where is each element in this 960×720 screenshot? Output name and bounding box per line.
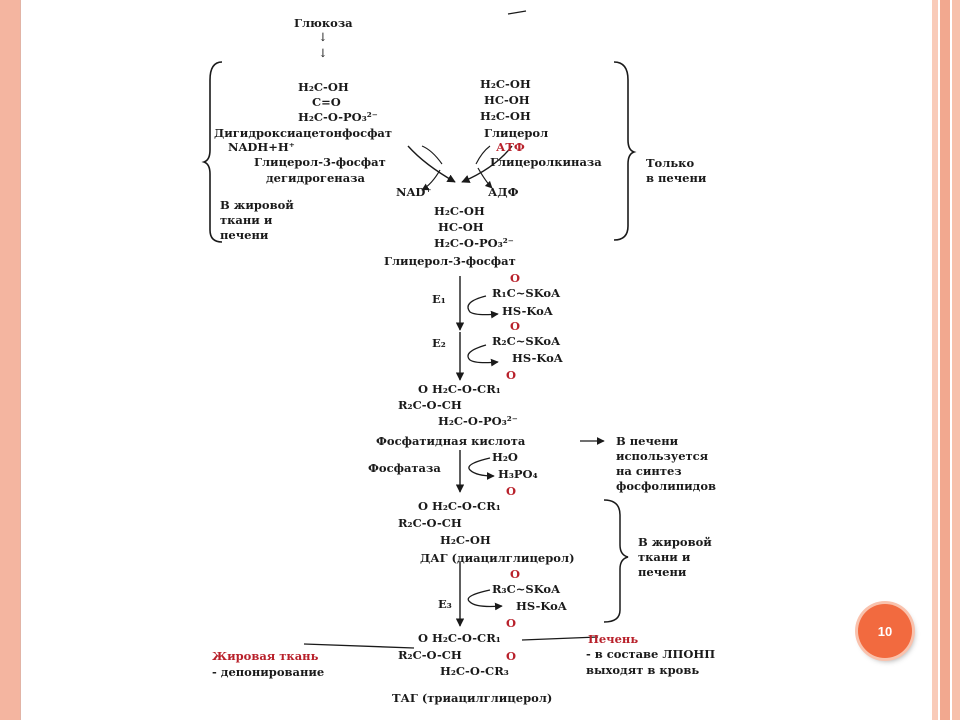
g3p-line-2: HC-OH	[438, 220, 484, 234]
dhap-line-1: H₂C-OH	[298, 80, 349, 94]
acyl3-label: R₃C~SKoA	[492, 582, 561, 596]
line-to-liver	[521, 636, 599, 641]
phosphatase-label: Фосфатаза	[368, 461, 441, 475]
pa-note-line-2: используется	[616, 449, 709, 463]
decorative-stripes	[930, 0, 960, 720]
curve-acyl2	[467, 344, 499, 367]
stripe-1	[932, 0, 938, 720]
deposition-label: - депонирование	[212, 665, 325, 679]
arrow-atp-in	[475, 145, 491, 165]
acyl3-oxygen: O	[510, 567, 521, 581]
slide-frame-left	[0, 0, 21, 720]
e3-label: E₃	[438, 597, 452, 611]
curve-water	[468, 457, 495, 480]
nad-label: NAD⁺	[396, 185, 432, 199]
dash-mark	[507, 10, 527, 15]
g3p-line-3: H₂C-O-PO₃²⁻	[434, 236, 514, 250]
curve-acyl1	[467, 295, 499, 319]
tag-line-3: H₂C-O-CR₃	[440, 664, 509, 678]
g3p-line-1: H₂C-OH	[434, 204, 485, 218]
dhap-line-2: C=O	[312, 95, 341, 109]
acyl2-label: R₂C~SKoA	[492, 334, 561, 348]
hs-koa-1: HS-KoA	[502, 304, 553, 318]
dag-line-1: O H₂C-O-CR₁	[418, 499, 501, 513]
e1-label: E₁	[432, 292, 446, 306]
adipose-liver-top-line-2: ткани и	[220, 213, 273, 227]
acyl2-oxygen: O	[510, 319, 521, 333]
pa-note-line-4: фосфолипидов	[616, 479, 716, 493]
adipose-tissue-label: Жировая ткань	[212, 649, 319, 663]
arrow-to-adp	[477, 167, 493, 189]
g3p-name: Глицерол-3-фосфат	[384, 254, 516, 268]
adipose-liver-top-line-1: В жировой	[220, 198, 294, 212]
dag-line-3: H₂C-OH	[440, 533, 491, 547]
curve-acyl3	[467, 589, 503, 611]
pa-name: Фосфатидная кислота	[376, 434, 526, 448]
acyl1-label: R₁C~SKoA	[492, 286, 561, 300]
enzyme-g3pdh-line-2: дегидрогеназа	[266, 171, 365, 185]
arrow-glycerol-to-g3p	[461, 145, 513, 183]
adipose-liver-bottom-line-1: В жировой	[638, 535, 712, 549]
water-label: H₂O	[492, 450, 518, 464]
tag-name: ТАГ (триацилглицерол)	[392, 691, 553, 705]
dhap-name: Дигидроксиацетонфосфат	[214, 126, 393, 140]
adp-label: АДФ	[488, 185, 519, 199]
stripe-2	[940, 0, 950, 720]
pa-line-2: R₂C-O-CH	[398, 398, 462, 412]
line-to-adipose	[303, 643, 415, 649]
dag-oxygen-top: O	[506, 484, 517, 498]
right-brace-bottom	[603, 499, 629, 623]
e2-label: E₂	[432, 336, 446, 350]
glycerol-line-2: HC-OH	[484, 93, 530, 107]
stripe-3	[952, 0, 960, 720]
vldl-line-1: - в составе ЛПОНП	[586, 647, 716, 661]
pa-oxygen-top: O	[506, 368, 517, 382]
glycerol-line-1: H₂C-OH	[480, 77, 531, 91]
tag-line-1: O H₂C-O-CR₁	[418, 631, 501, 645]
only-liver-line-2: в печени	[646, 171, 707, 185]
acyl1-oxygen: O	[510, 271, 521, 285]
atp-label: АТФ	[496, 140, 525, 154]
pa-line-3: H₂C-O-PO₃²⁻	[438, 414, 518, 428]
glycerol-name: Глицерол	[484, 126, 549, 140]
glucose-label: Глюкоза	[294, 16, 353, 30]
arrow-nadh-in	[421, 145, 443, 165]
down-arrow-1: ↓	[318, 30, 328, 44]
dhap-line-3: H₂C-O-PO₃²⁻	[298, 110, 378, 124]
right-brace-top	[613, 61, 637, 241]
tag-line-2: R₂C-O-CH	[398, 648, 462, 662]
tag-oxygen-top: O	[506, 616, 517, 630]
left-brace-top	[201, 61, 223, 243]
vldl-line-2: выходят в кровь	[586, 663, 700, 677]
dag-name: ДАГ (диацилглицерол)	[420, 551, 575, 565]
pa-note-line-1: В печени	[616, 434, 679, 448]
adipose-liver-top-line-3: печени	[220, 228, 269, 242]
diagram-arrows	[201, 10, 637, 649]
tag-synthesis-diagram: Глюкоза ↓ ↓ H₂C-OH C=O H₂C-O-PO₃²⁻ Дигид…	[200, 0, 760, 720]
pa-line-1: O H₂C-O-CR₁	[418, 382, 501, 396]
enzyme-glycerol-kinase: Глицеролкиназа	[490, 155, 602, 169]
only-liver-line-1: Только	[646, 156, 695, 170]
hs-koa-2: HS-KoA	[512, 351, 563, 365]
arrow-dhap-to-g3p	[407, 145, 456, 183]
adipose-liver-bottom-line-2: ткани и	[638, 550, 691, 564]
liver-label: Печень	[588, 632, 639, 646]
h3po4-label: H₃PO₄	[498, 467, 538, 481]
dag-line-2: R₂C-O-CH	[398, 516, 462, 530]
glycerol-line-3: H₂C-OH	[480, 109, 531, 123]
nadh-label: NADH+H⁺	[228, 140, 295, 154]
adipose-liver-bottom-line-3: печени	[638, 565, 687, 579]
down-arrow-2: ↓	[318, 46, 328, 60]
hs-koa-3: HS-KoA	[516, 599, 567, 613]
enzyme-g3pdh-line-1: Глицерол-3-фосфат	[254, 155, 386, 169]
page-number-badge: 10	[858, 604, 912, 658]
tag-oxygen-bottom: O	[506, 649, 517, 663]
pa-note-line-3: на синтез	[616, 464, 682, 478]
arrow-to-nad	[421, 169, 441, 191]
